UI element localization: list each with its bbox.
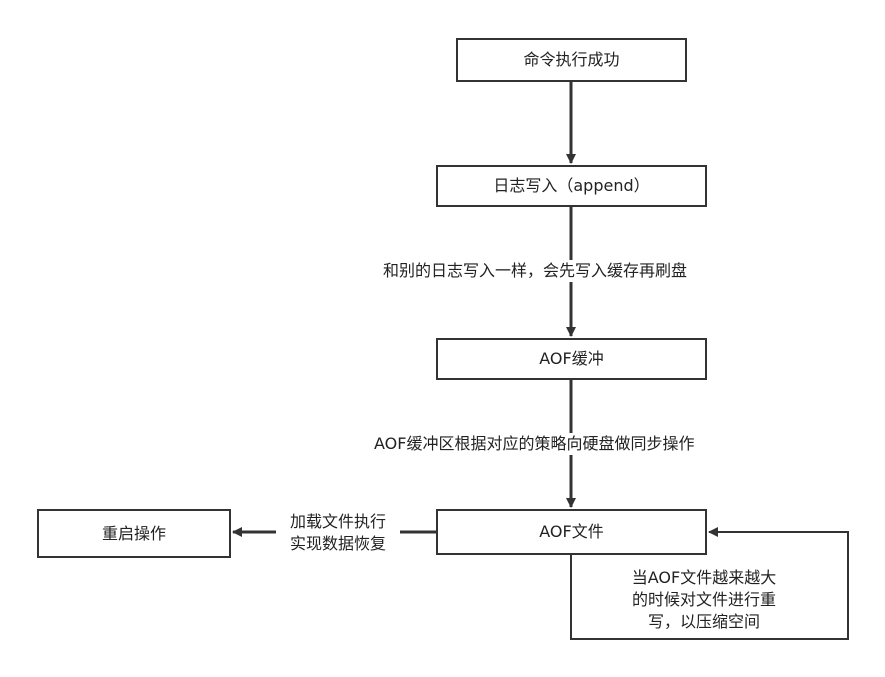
node-restart-label: 重启操作: [101, 523, 166, 543]
edge-label-file-to-restart-line1: 加载文件执行: [289, 512, 386, 531]
node-restart: 重启操作: [37, 509, 231, 558]
node-aof-file: AOF文件: [436, 509, 707, 555]
node-log-append-label: 日志写入（append）: [493, 176, 650, 195]
edge-label-rewrite: 当AOF文件越来越大 的时候对文件进行重 写，以压缩空间: [611, 567, 797, 633]
edge-label-buffer-to-file: AOF缓冲区根据对应的策略向硬盘做同步操作: [374, 433, 695, 455]
node-aof-file-label: AOF文件: [539, 522, 604, 541]
edge-label-file-to-restart-line2: 实现数据恢复: [289, 534, 386, 553]
edge-label-rewrite-line1: 当AOF文件越来越大: [631, 568, 777, 587]
node-command-success: 命令执行成功: [456, 38, 687, 82]
edge-label-append-to-buffer: 和别的日志写入一样，会先写入缓存再刷盘: [383, 260, 688, 282]
edge-label-file-to-restart: 加载文件执行 实现数据恢复: [276, 511, 400, 555]
node-command-success-label: 命令执行成功: [523, 50, 620, 69]
edge-label-rewrite-line2: 的时候对文件进行重: [631, 590, 776, 609]
node-log-append: 日志写入（append）: [436, 165, 707, 207]
arrow-rewrite-loop: [570, 527, 849, 640]
node-aof-buffer-label: AOF缓冲: [539, 349, 604, 368]
edge-label-rewrite-line3: 写，以压缩空间: [647, 612, 760, 631]
node-aof-buffer: AOF缓冲: [436, 338, 707, 380]
